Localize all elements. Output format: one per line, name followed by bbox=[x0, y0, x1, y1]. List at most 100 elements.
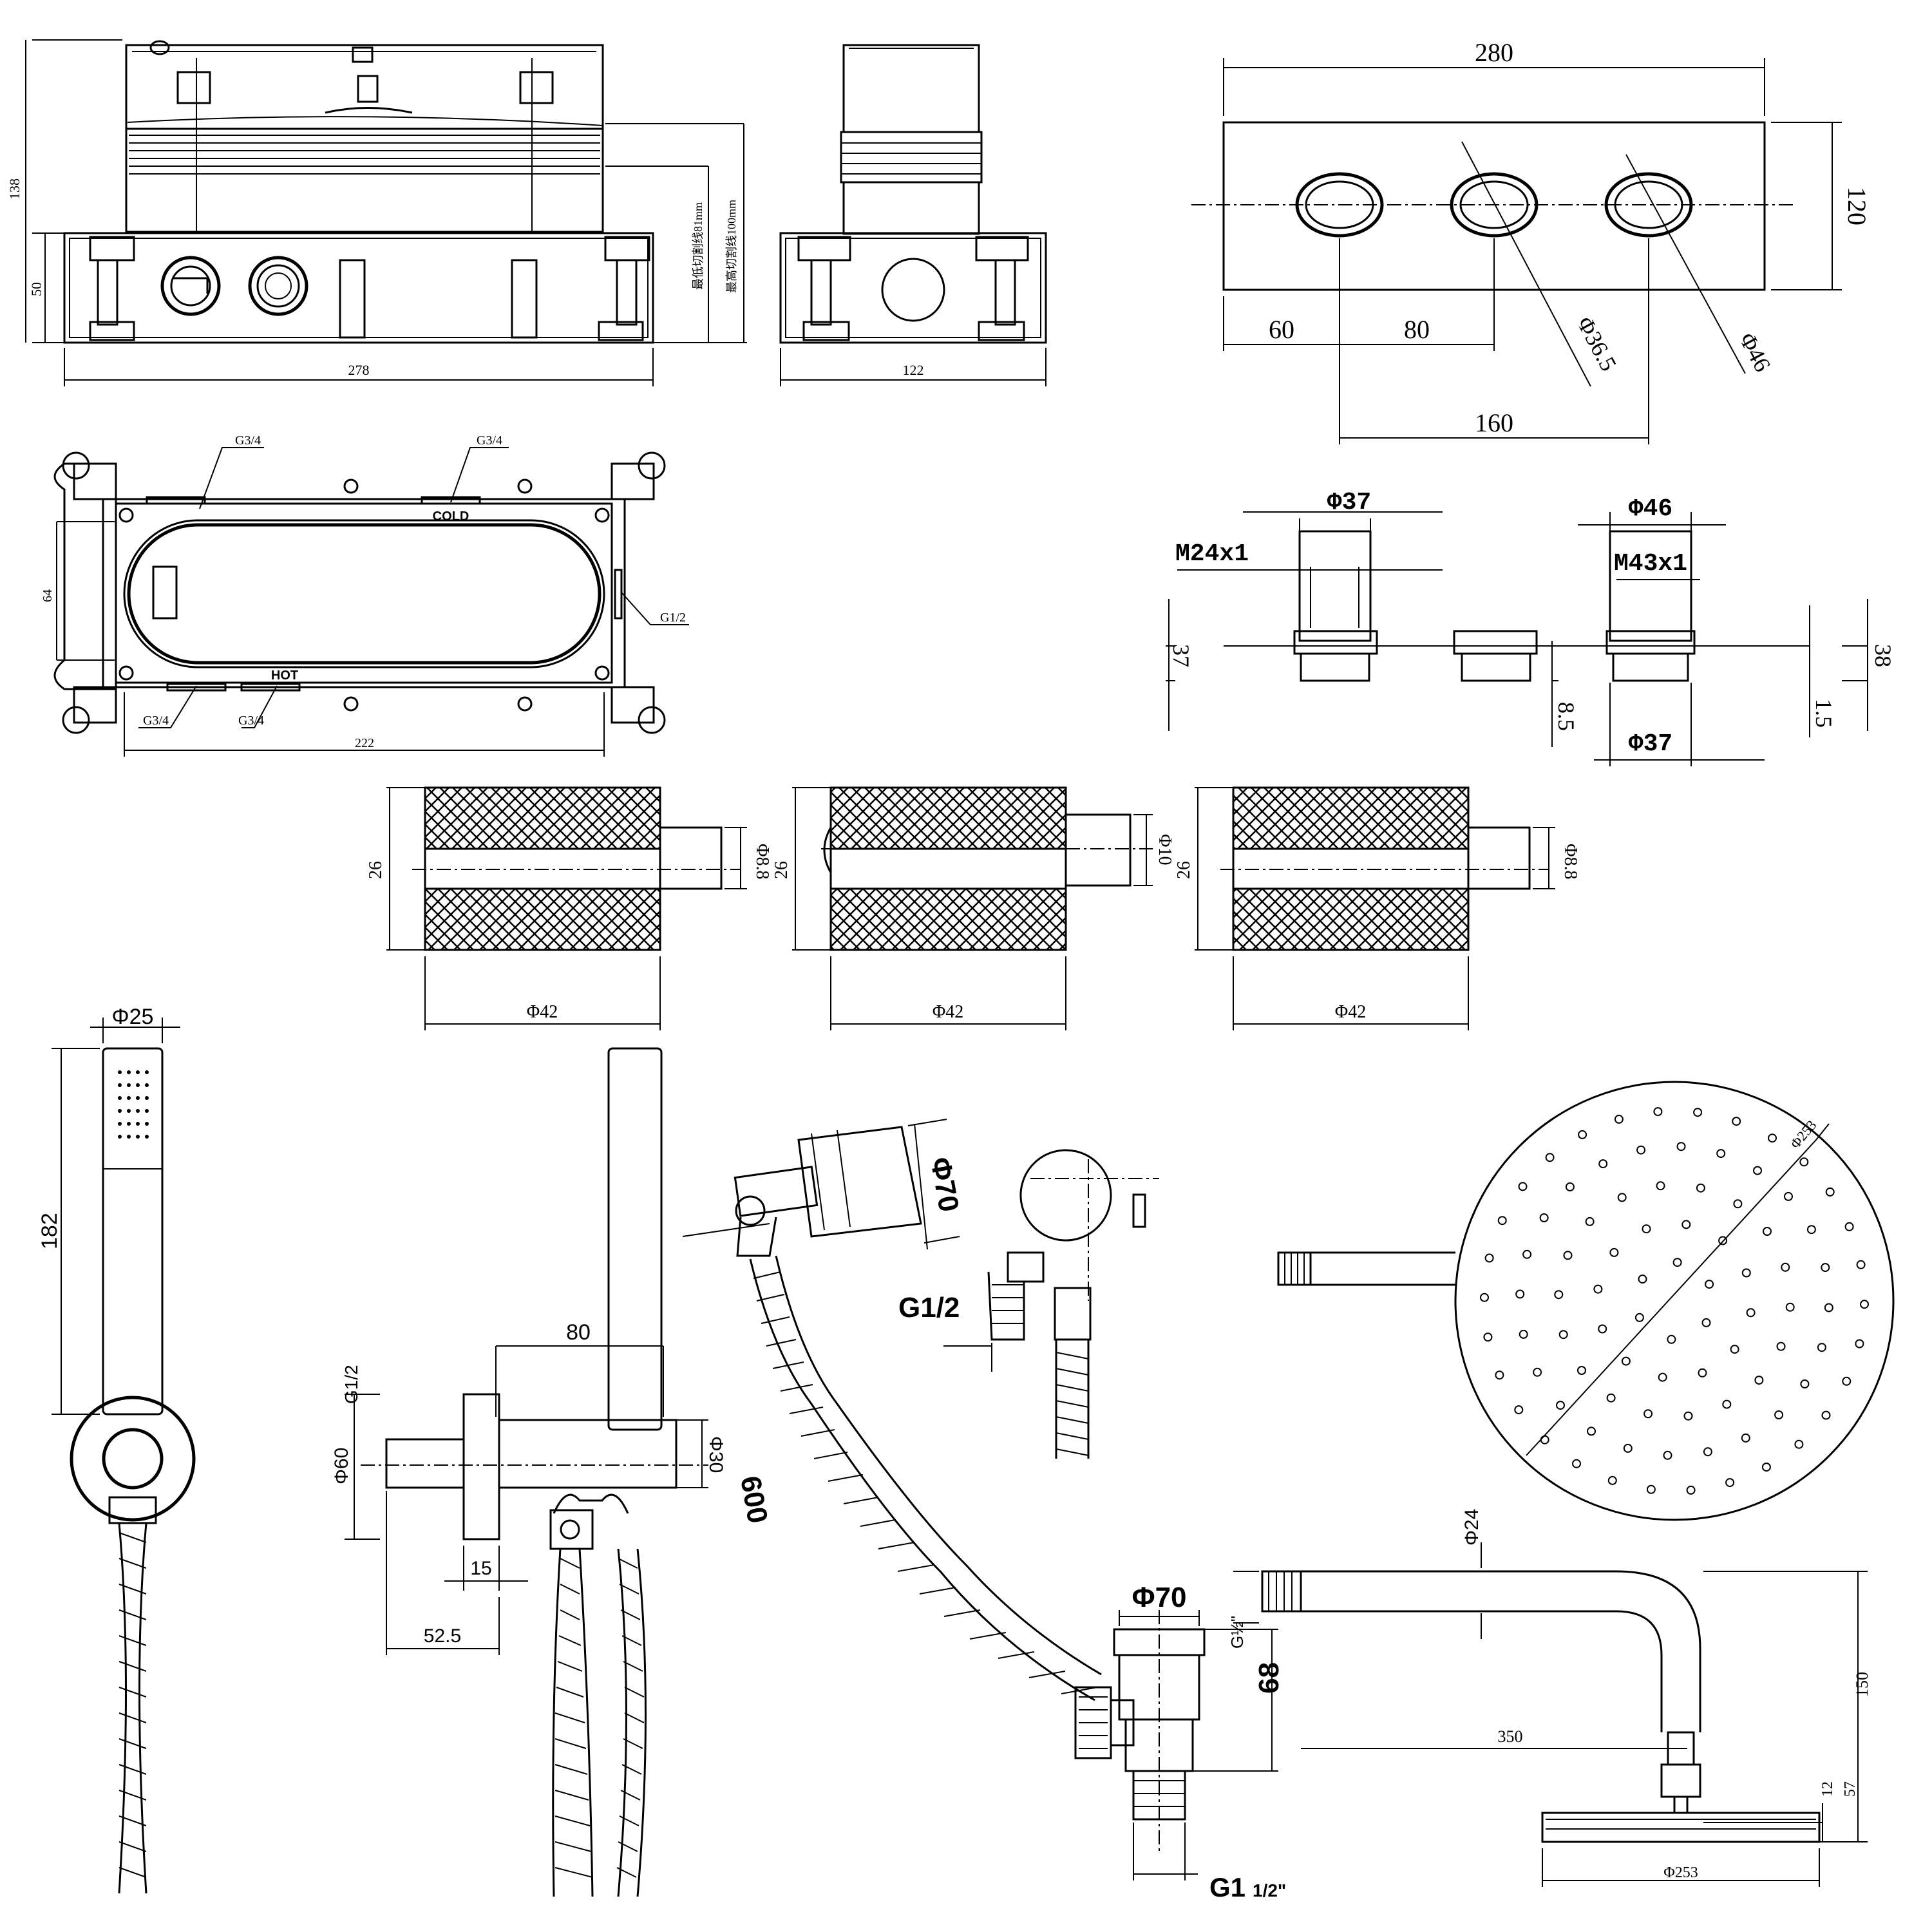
faceplate-spacing: 80 bbox=[1404, 315, 1430, 344]
knob-1 bbox=[386, 786, 747, 1030]
nozzle bbox=[1643, 1409, 1653, 1419]
port-side: G1/2 bbox=[660, 611, 686, 625]
box-height-total: 138 bbox=[6, 178, 23, 200]
nozzle bbox=[1533, 1367, 1542, 1377]
knob-1-height: 26 bbox=[366, 861, 386, 879]
nozzle bbox=[1483, 1332, 1493, 1342]
nozzle bbox=[1860, 1300, 1869, 1309]
nozzle bbox=[1705, 1280, 1714, 1289]
outlet-depth-15: 15 bbox=[470, 1558, 491, 1579]
nozzle bbox=[1794, 1439, 1804, 1449]
nozzle bbox=[1725, 1478, 1735, 1488]
nozzle bbox=[1754, 1376, 1764, 1385]
arm-reach: 350 bbox=[1498, 1727, 1523, 1746]
arm-diameter: Φ24 bbox=[1461, 1509, 1482, 1546]
nozzle bbox=[1716, 1149, 1726, 1159]
port-top-left: G3/4 bbox=[235, 433, 261, 448]
nozzle bbox=[1514, 1405, 1524, 1415]
hand-shower-diameter: Φ25 bbox=[112, 1005, 154, 1029]
nozzle bbox=[1480, 1293, 1489, 1302]
hot-label: HOT bbox=[271, 668, 298, 683]
esc-h37: 37 bbox=[1168, 644, 1194, 667]
nozzle bbox=[1842, 1376, 1852, 1386]
waste-thread-frac: 1/2" bbox=[1253, 1880, 1286, 1900]
nozzle bbox=[1606, 1393, 1616, 1403]
port-bottom-right: G3/4 bbox=[238, 714, 264, 728]
faceplate-width: 280 bbox=[1475, 38, 1513, 67]
nozzle bbox=[1698, 1368, 1707, 1378]
side-width: 122 bbox=[903, 362, 924, 378]
nozzle bbox=[1855, 1339, 1864, 1349]
nozzle bbox=[1746, 1308, 1756, 1318]
nozzle bbox=[1556, 1401, 1565, 1410]
nozzle bbox=[1718, 1236, 1728, 1245]
arm-head-diameter: Φ253 bbox=[1663, 1864, 1698, 1881]
nozzle bbox=[1800, 1379, 1810, 1388]
box-width: 278 bbox=[348, 362, 370, 378]
wall-outlet-holder bbox=[345, 1047, 708, 1897]
nozzle bbox=[1693, 1108, 1703, 1117]
valve-box-front-view bbox=[25, 39, 747, 386]
port-top-right: G3/4 bbox=[477, 433, 502, 448]
nozzle bbox=[1686, 1485, 1696, 1495]
nozzle bbox=[1614, 1114, 1624, 1124]
nozzle bbox=[1844, 1222, 1854, 1231]
outlet-reach: 80 bbox=[566, 1320, 591, 1345]
hand-shower bbox=[52, 1018, 196, 1894]
knob-3-height: 26 bbox=[1174, 861, 1194, 879]
shower-head-plan bbox=[1277, 1081, 1895, 1521]
nozzle bbox=[1554, 1290, 1564, 1300]
nozzle bbox=[1598, 1324, 1607, 1334]
knob-2-diameter: Φ42 bbox=[933, 1002, 963, 1022]
nozzle bbox=[1824, 1303, 1833, 1312]
filler-hose-length: 600 bbox=[734, 1473, 773, 1526]
frame-height: 64 bbox=[41, 589, 55, 602]
nozzle bbox=[1585, 1217, 1595, 1226]
nozzle bbox=[1609, 1247, 1619, 1257]
esc-thread-small: M24x1 bbox=[1175, 540, 1249, 568]
nozzle bbox=[1732, 1117, 1741, 1126]
valve-box-side-view bbox=[779, 44, 1047, 386]
knob-3-diameter: Φ42 bbox=[1335, 1002, 1366, 1022]
bath-filler-waste bbox=[682, 1119, 1278, 1880]
knob-3 bbox=[1195, 786, 1555, 1030]
nozzle bbox=[1696, 1183, 1705, 1193]
nozzle bbox=[1577, 1366, 1586, 1375]
nozzle bbox=[1617, 1193, 1627, 1202]
filler-cap: Φ70 bbox=[924, 1155, 965, 1214]
esc-h38: 38 bbox=[1870, 644, 1896, 667]
nozzle bbox=[1578, 1130, 1587, 1139]
esc-thread-large: M43x1 bbox=[1614, 550, 1687, 578]
nozzle bbox=[1539, 1213, 1549, 1222]
nozzle bbox=[1785, 1302, 1795, 1312]
nozzle bbox=[1658, 1372, 1667, 1382]
nozzle bbox=[1741, 1433, 1750, 1443]
faceplate-offset: 60 bbox=[1269, 315, 1294, 344]
nozzle bbox=[1722, 1399, 1732, 1409]
knob-1-diameter: Φ42 bbox=[527, 1002, 558, 1022]
nozzle bbox=[1761, 1463, 1771, 1472]
waste-thread-main: G1 bbox=[1209, 1872, 1245, 1902]
faceplate-span: 160 bbox=[1475, 408, 1513, 437]
nozzle bbox=[1598, 1159, 1608, 1169]
nozzle bbox=[1768, 1133, 1777, 1143]
hand-shower-length: 182 bbox=[37, 1213, 62, 1249]
nozzle bbox=[1634, 1312, 1644, 1322]
nozzle bbox=[1540, 1435, 1549, 1444]
nozzle bbox=[1519, 1329, 1528, 1339]
esc-d46: Φ46 bbox=[1629, 495, 1672, 523]
nozzle bbox=[1784, 1191, 1793, 1201]
knob-1-stem: Φ8.8 bbox=[752, 844, 772, 879]
nozzle bbox=[1821, 1263, 1830, 1273]
knob-2 bbox=[792, 786, 1153, 1030]
nozzle bbox=[1653, 1107, 1663, 1117]
nozzle bbox=[1776, 1341, 1786, 1351]
knob-3-stem: Φ8.8 bbox=[1560, 844, 1580, 879]
knob-2-stem: Φ10 bbox=[1155, 834, 1175, 865]
arm-thread: G½" bbox=[1227, 1616, 1247, 1649]
nozzle bbox=[1730, 1345, 1739, 1354]
nozzle bbox=[1497, 1216, 1507, 1226]
nozzle bbox=[1642, 1224, 1651, 1234]
nozzle bbox=[1593, 1284, 1603, 1294]
waste-height: 68 bbox=[1253, 1662, 1285, 1694]
